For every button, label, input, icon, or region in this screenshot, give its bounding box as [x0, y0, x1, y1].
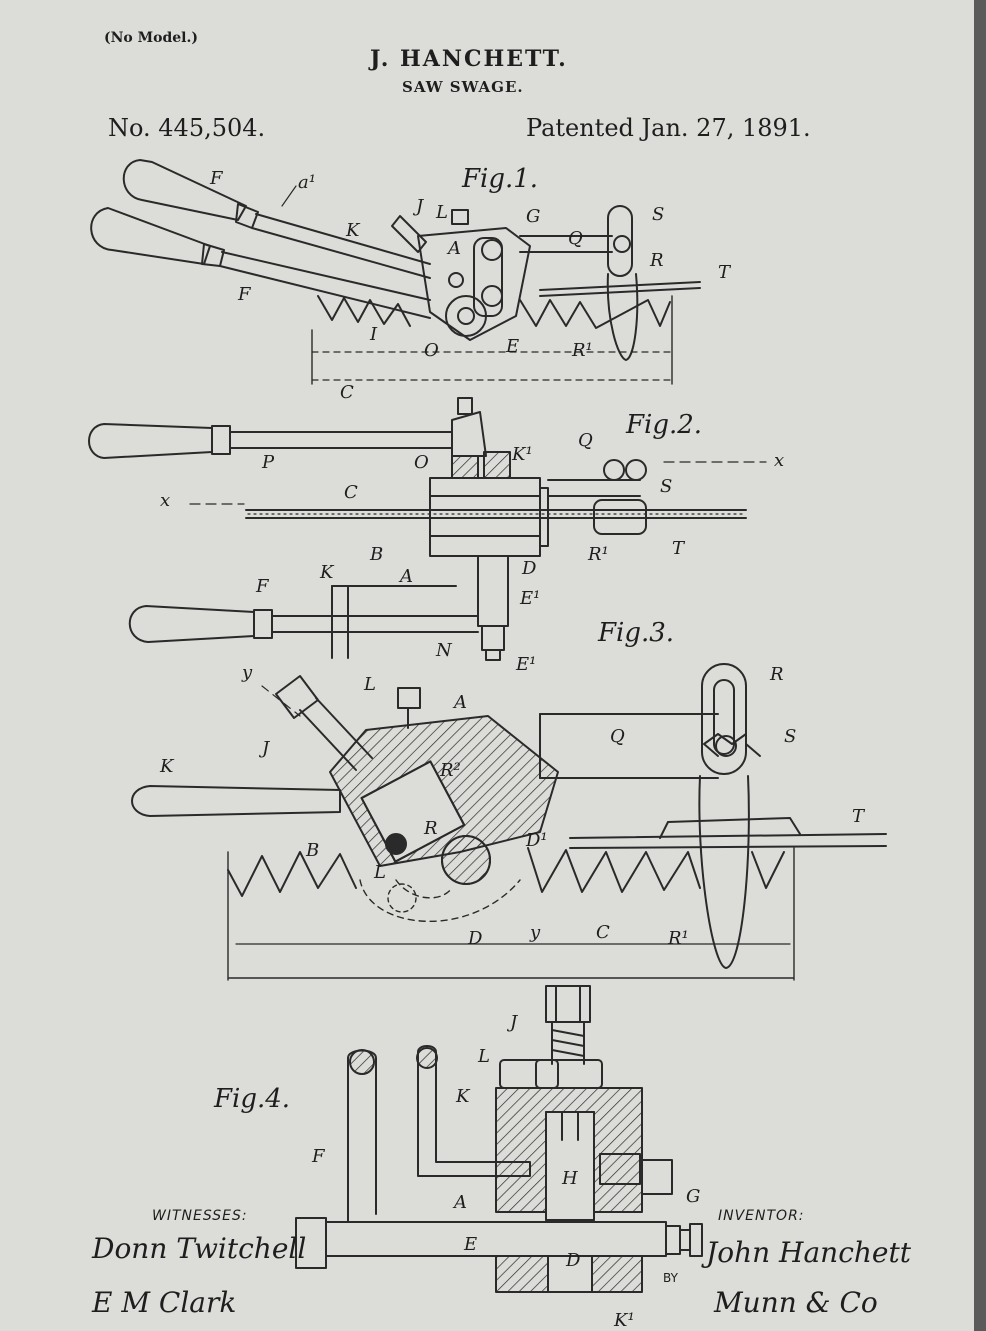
fig1-label-j: J	[416, 196, 424, 217]
fig1-label-g: G	[526, 206, 541, 227]
fig1-label-r: R	[650, 250, 664, 271]
fig3-label-r: R	[424, 818, 438, 839]
fig4-label-h: H	[562, 1168, 578, 1189]
fig2-top-handle	[88, 423, 213, 459]
fig4-label-a: A	[454, 1192, 467, 1213]
fig3-label-b: B	[306, 840, 320, 861]
fig1-label-i: I	[370, 324, 378, 345]
fig2-drawing	[88, 397, 767, 661]
fig3-label-y-top: y	[242, 662, 253, 683]
witness-signature-2: E M Clark	[92, 1286, 237, 1319]
fig4-label-j: J	[510, 1012, 518, 1033]
fig3-saw-teeth	[227, 847, 785, 897]
inventor-signature: John Hanchett	[706, 1236, 911, 1269]
fig3-label-t: T	[852, 806, 865, 827]
fig3-title: Fig.3.	[598, 618, 675, 648]
fig2-label-x-right: x	[774, 450, 785, 471]
fig2-label-p: P	[262, 452, 275, 473]
fig2-label-c: C	[344, 482, 358, 503]
fig3-label-d1: D¹	[526, 830, 548, 851]
fig2-label-t: T	[672, 538, 685, 559]
fig3-label-c: C	[596, 922, 610, 943]
fig2-label-e1: E¹	[520, 588, 541, 609]
fig3-label-r1: R¹	[668, 928, 689, 949]
fig3-label-y-bottom: y	[530, 922, 541, 943]
fig2-label-f: F	[256, 576, 269, 597]
fig1-title: Fig.1.	[462, 164, 539, 194]
fig1-label-t: T	[718, 262, 731, 283]
fig1-label-l: L	[436, 202, 448, 223]
fig3-label-s: S	[784, 726, 797, 747]
fig2-title: Fig.2.	[626, 410, 703, 440]
fig3-handle	[131, 785, 341, 817]
fig4-label-d: D	[566, 1250, 581, 1271]
fig4-label-l: L	[478, 1046, 490, 1067]
fig2-label-k: K	[320, 562, 334, 583]
inventor-label: INVENTOR:	[718, 1208, 805, 1224]
patent-date: Patented Jan. 27, 1891.	[526, 114, 811, 142]
fig2-label-s: S	[660, 476, 673, 497]
attorney-signature: Munn & Co	[714, 1286, 878, 1319]
fig3-label-e1: E¹	[516, 654, 537, 675]
patent-number: No. 445,504.	[108, 114, 266, 142]
fig1-label-r1: R¹	[572, 340, 593, 361]
witnesses-label: WITNESSES:	[152, 1208, 248, 1224]
fig2-bottom-handle	[128, 605, 255, 643]
fig1-label-k: K	[346, 220, 360, 241]
fig2-label-q: Q	[578, 430, 593, 451]
inventor-name: J. HANCHETT.	[370, 46, 568, 72]
model-note: (No Model.)	[104, 30, 198, 46]
fig1-drawing	[90, 159, 701, 385]
fig3-label-r2: R²	[440, 760, 461, 781]
fig3-label-l: L	[364, 674, 376, 695]
fig1-label-f-upper: F	[210, 168, 223, 189]
fig1-saw-teeth	[317, 295, 671, 329]
fig1-label-f-lower: F	[238, 284, 251, 305]
scan-edge	[974, 0, 986, 1331]
fig1-lower-handle	[90, 207, 211, 265]
fig1-upper-handle	[122, 159, 247, 221]
fig3-label-j: J	[262, 738, 270, 759]
fig2-label-a: A	[400, 566, 413, 587]
fig3-label-r-top: R	[770, 664, 784, 685]
fig3-label-a: A	[454, 692, 467, 713]
fig3-label-q: Q	[610, 726, 625, 747]
fig4-label-g: G	[686, 1186, 701, 1207]
fig1-swage-body	[417, 227, 531, 341]
fig4-label-e: E	[464, 1234, 478, 1255]
fig4-drawing	[295, 985, 703, 1293]
witness-signature-1: Donn Twitchell	[92, 1232, 307, 1265]
fig1-label-c: C	[340, 382, 354, 403]
fig3-label-l-lower: L	[374, 862, 386, 883]
invention-title: SAW SWAGE.	[402, 78, 524, 96]
fig4-label-k1: K¹	[614, 1310, 635, 1331]
fig1-label-a1: a¹	[298, 172, 316, 193]
fig1-label-e: E	[506, 336, 520, 357]
fig2-label-n: N	[436, 640, 452, 661]
fig4-title: Fig.4.	[214, 1084, 291, 1114]
fig3-label-d: D	[468, 928, 483, 949]
fig3-drawing	[131, 663, 887, 981]
by-label: BY	[663, 1271, 678, 1285]
fig2-label-b: B	[370, 544, 384, 565]
fig1-label-s: S	[652, 204, 665, 225]
fig3-label-k: K	[160, 756, 174, 777]
fig2-label-k1: K¹	[512, 444, 533, 465]
fig4-label-f: F	[312, 1146, 325, 1167]
fig4-label-k: K	[456, 1086, 470, 1107]
fig1-label-q: Q	[568, 228, 583, 249]
fig2-label-r1: R¹	[588, 544, 609, 565]
fig2-label-o: O	[414, 452, 429, 473]
fig2-label-d: D	[522, 558, 537, 579]
fig1-label-a: A	[448, 238, 461, 259]
fig2-label-x-left: x	[160, 490, 171, 511]
fig1-label-o: O	[424, 340, 439, 361]
